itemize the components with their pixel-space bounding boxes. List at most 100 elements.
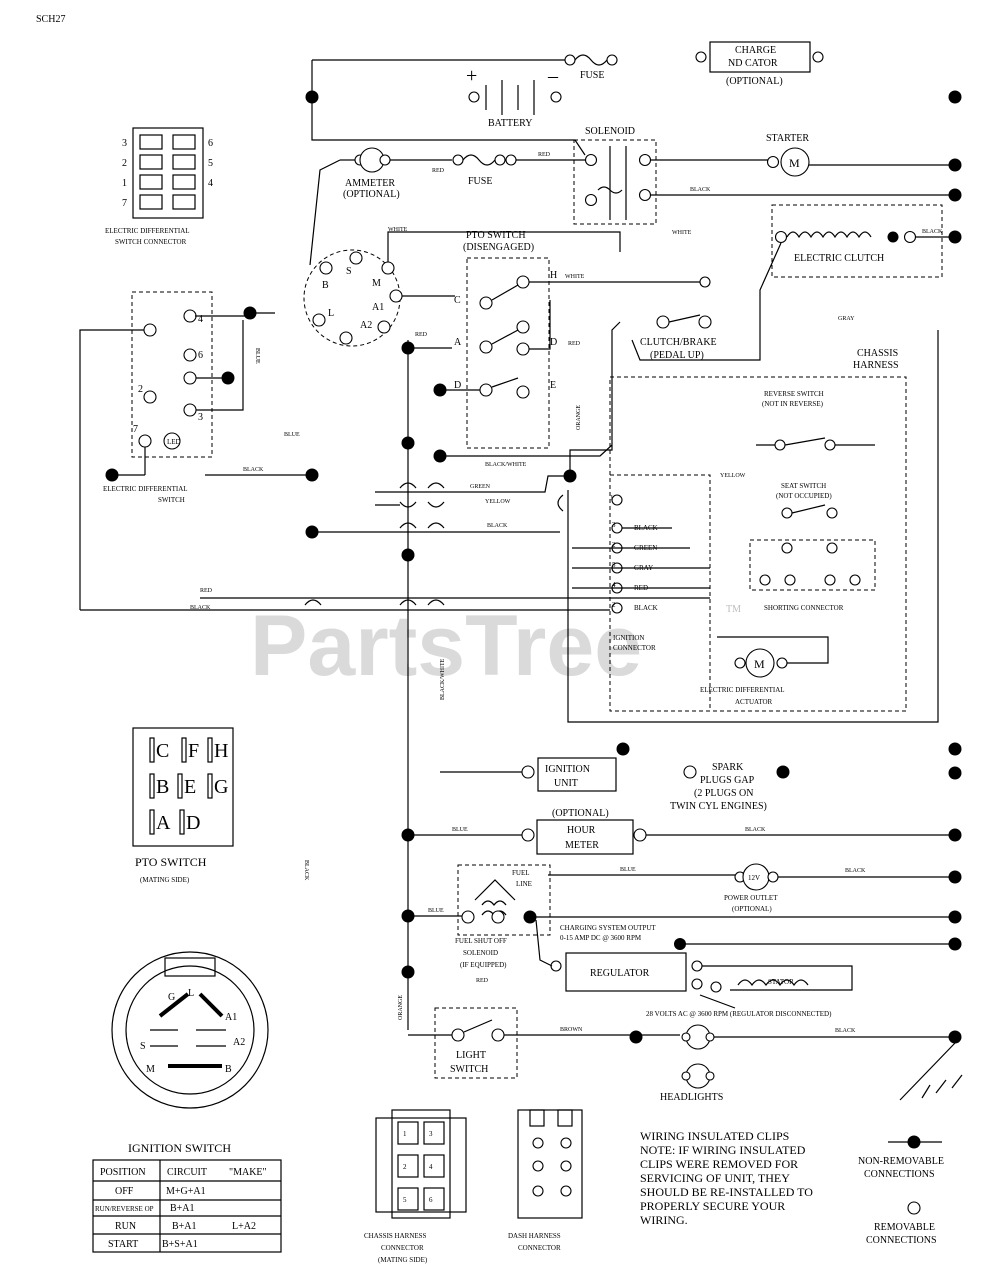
ignition-unit: IGNITION UNIT xyxy=(440,742,630,792)
reverse-switch-label-2: (NOT IN REVERSE) xyxy=(762,400,824,408)
face-M: M xyxy=(146,1064,155,1075)
tbl-r0-circ: M+G+A1 xyxy=(166,1186,206,1197)
elec-diff-conn-label-2: SWITCH CONNECTOR xyxy=(115,238,187,246)
light-switch-label-1: LIGHT xyxy=(456,1050,486,1061)
watermark: PartsTree xyxy=(250,598,642,694)
ign-conn-pin-4: 4 xyxy=(612,581,616,589)
ch-pin-e: 5 xyxy=(403,1196,407,1204)
spark-label-3: (2 PLUGS ON xyxy=(694,788,753,799)
ign-term-M: M xyxy=(372,278,381,289)
note-5: PROPERLY SECURE YOUR xyxy=(640,1199,785,1213)
clutch-brake-label-2: (PEDAL UP) xyxy=(650,350,704,361)
note-6: WIRING. xyxy=(640,1213,688,1227)
diff-pin-7: 7 xyxy=(133,424,138,435)
wire-brown: BROWN xyxy=(560,1027,583,1033)
spark-label-4: TWIN CYL ENGINES) xyxy=(670,801,767,812)
wire-red-h: RED xyxy=(200,588,213,594)
ignition-table: POSITION CIRCUIT "MAKE" OFF M+G+A1 RUN/R… xyxy=(92,1159,282,1253)
pto-mate-E: E xyxy=(184,776,196,798)
dash-conn-label-2: CONNECTOR xyxy=(518,1244,561,1252)
ammeter-label-1: AMMETER xyxy=(345,178,395,189)
charge-indicator-line1: CHARGE xyxy=(735,45,776,56)
clutch-brake-switch: CLUTCH/BRAKE (PEDAL UP) xyxy=(640,314,717,361)
face-B: B xyxy=(225,1064,232,1075)
tbl-r3-pos: START xyxy=(108,1239,138,1250)
wire-black-clutch: BLACK xyxy=(922,229,943,235)
headlights: BLACK HEADLIGHTS xyxy=(629,1024,955,1103)
ign-conn-pin-2: 2 xyxy=(612,541,616,549)
tbl-h-position: POSITION xyxy=(100,1167,146,1178)
ac-note: 28 VOLTS AC @ 3600 RPM (REGULATOR DISCON… xyxy=(646,1010,832,1018)
power-outlet-label-1: POWER OUTLET xyxy=(724,894,778,902)
ignition-switch-face: G L A1 A2 S M B IGNITION SWITCH xyxy=(111,951,269,1155)
chassis-conn-label-2: CONNECTOR xyxy=(381,1244,424,1252)
note-4: SHOULD BE RE-INSTALLED TO xyxy=(640,1185,813,1199)
pto-mating-label-2: (MATING SIDE) xyxy=(140,876,190,884)
wire-ign-green: GREEN xyxy=(634,544,657,552)
dash-conn-label-1: DASH HARNESS xyxy=(508,1232,561,1240)
ch-pin-a: 1 xyxy=(403,1130,407,1138)
fuse-mid: FUSE RED xyxy=(452,152,585,187)
power-outlet: BLUE 12V BLACK POWER OUTLET (OPTIONAL) xyxy=(548,863,955,913)
wire-blue-diff: BLUE xyxy=(254,348,260,364)
electric-clutch-label: ELECTRIC CLUTCH xyxy=(794,253,884,264)
ignition-switch-schematic: B S M A1 A2 L WHITE xyxy=(303,227,621,347)
face-A2: A2 xyxy=(233,1037,245,1048)
wire-ign-gray: GRAY xyxy=(634,564,653,572)
charge-indicator: CHARGE ND CATOR (OPTIONAL) xyxy=(695,41,824,87)
pto-mating-side: C F H B E G A D PTO SWITCH (MATING SIDE) xyxy=(132,727,234,884)
fuel-shutoff-solenoid: FUEL LINE FUEL SHUT OFF SOLENOID (IF EQU… xyxy=(455,864,551,969)
legend-removable-2: CONNECTIONS xyxy=(866,1235,937,1246)
wire-red-bus: RED xyxy=(415,332,428,338)
ch-pin-d: 4 xyxy=(429,1163,433,1171)
conn-pin-4: 4 xyxy=(208,178,213,189)
legend-removable-1: REMOVABLE xyxy=(874,1222,935,1233)
wire-white-clutch: WHITE xyxy=(672,230,692,236)
spark-label-1: SPARK xyxy=(712,762,744,773)
conn-pin-6: 6 xyxy=(208,138,213,149)
sheet-id: SCH27 xyxy=(36,14,65,25)
ign-term-A2: A2 xyxy=(360,320,372,331)
tbl-r1-circ: B+A1 xyxy=(170,1203,195,1214)
tbl-h-make: "MAKE" xyxy=(229,1167,267,1178)
wire-black-diff: BLACK xyxy=(243,467,264,473)
shorting-connector-label: SHORTING CONNECTOR xyxy=(764,604,844,612)
regulator-stator: CHARGING SYSTEM OUTPUT 0-15 AMP DC @ 360… xyxy=(550,924,962,1018)
pto-switch-schematic: PTO SWITCH (DISENGAGED) C A D H D E xyxy=(454,230,557,449)
ignition-switch-label: IGNITION SWITCH xyxy=(128,1141,231,1155)
wire-orange: ORANGE xyxy=(576,405,582,430)
tbl-h-circuit: CIRCUIT xyxy=(167,1167,207,1178)
spark-label-2: PLUGS GAP xyxy=(700,775,755,786)
actuator-label-2: ACTUATOR xyxy=(735,698,773,706)
seat-switch-label-1: SEAT SWITCH xyxy=(781,482,826,490)
pto-mate-F: F xyxy=(188,740,199,762)
wiring-notes: WIRING INSULATED CLIPS NOTE: IF WIRING I… xyxy=(640,1129,813,1227)
ch-pin-b: 3 xyxy=(429,1130,433,1138)
electric-clutch: ELECTRIC CLUTCH BLACK xyxy=(771,204,955,278)
wire-green: GREEN xyxy=(470,484,491,490)
chassis-harness-connector: 1 3 2 4 5 6 CHASSIS HARNESS CONNECTOR (M… xyxy=(364,1109,467,1264)
elec-diff-switch: 4 6 3 2 7 LED ELECTRIC DIFFERENTIAL SWIT… xyxy=(103,291,213,504)
insulated-clips xyxy=(304,482,564,606)
pto-E: E xyxy=(550,380,556,391)
tbl-r2-pos: RUN xyxy=(115,1221,136,1232)
fuel-shutoff-label-2: SOLENOID xyxy=(463,949,498,957)
headlights-label: HEADLIGHTS xyxy=(660,1092,723,1103)
fuel-shutoff-label-1: FUEL SHUT OFF xyxy=(455,937,507,945)
battery-plus: + xyxy=(466,65,477,87)
stator-label: STATOR xyxy=(768,978,794,986)
starter-label: STARTER xyxy=(766,133,809,144)
ignition-unit-label-1: IGNITION xyxy=(545,764,590,775)
chassis-harness: CHASSIS HARNESS REVERSE SWITCH (NOT IN R… xyxy=(572,348,907,712)
ign-conn-pin-5: 5 xyxy=(612,561,616,569)
clutch-brake-label-1: CLUTCH/BRAKE xyxy=(640,337,717,348)
tbl-r0-pos: OFF xyxy=(115,1186,134,1197)
ammeter: AMMETER (OPTIONAL) RED xyxy=(340,147,452,200)
wire-ign-black: BLACK xyxy=(634,524,658,532)
wire-blue-hm: BLUE xyxy=(452,827,468,833)
reverse-switch-label-1: REVERSE SWITCH xyxy=(764,390,824,398)
led: LED xyxy=(167,438,181,446)
elec-diff-actuator: M ELECTRIC DIFFERENTIAL ACTUATOR xyxy=(700,636,829,706)
legend: NON-REMOVABLE CONNECTIONS REMOVABLE CONN… xyxy=(858,1135,944,1246)
